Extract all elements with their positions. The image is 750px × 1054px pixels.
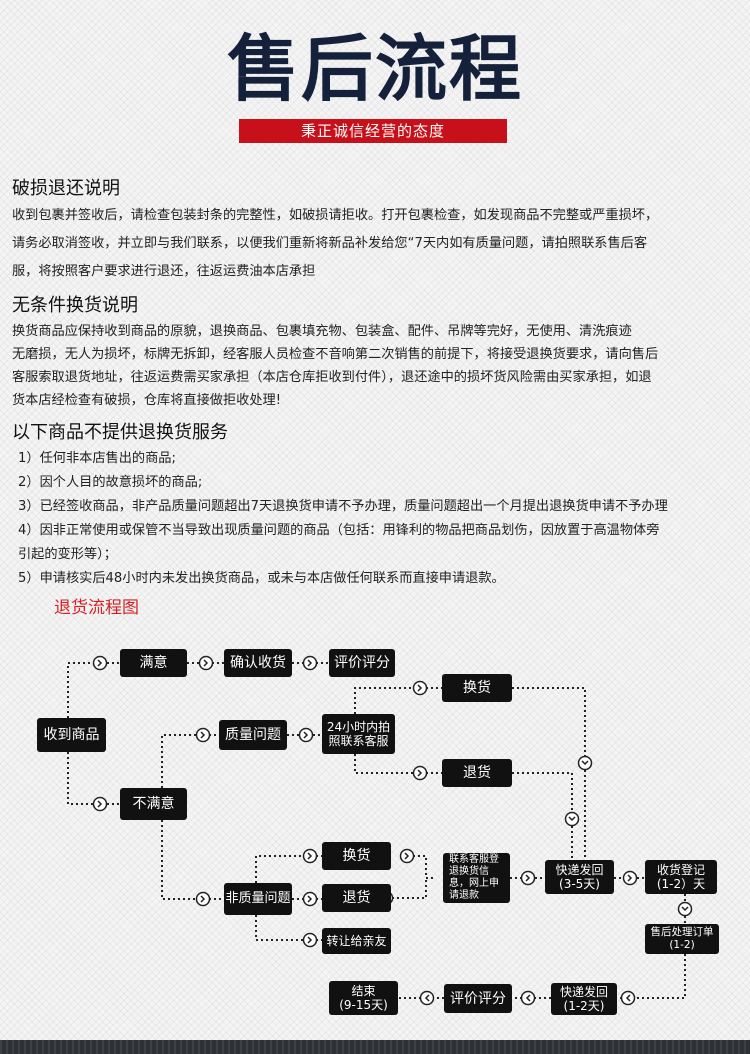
node-ship-back-line: 快递发回 bbox=[555, 863, 604, 877]
node-contact-24h-line: 照联系客服 bbox=[328, 734, 389, 748]
node-receive-register-line: 收货登记 bbox=[656, 863, 705, 877]
node-confirm-receipt: 确认收货 bbox=[224, 649, 292, 677]
node-exchange-top: 换货 bbox=[442, 674, 512, 702]
node-ship-back-2-line: 快递发回 bbox=[559, 985, 608, 999]
exchange-line: 无磨损，无人为损坏，标牌无拆卸，经客服人员检查不音响第二次销售的前提下，将接受退… bbox=[12, 347, 659, 362]
no-return-item: 5）申请核实后48小时内未发出换货商品，或未与本店做任何联系而直接申请退款。 bbox=[18, 571, 505, 586]
exchange-line: 换货商品应保持收到商品的原貌，退换商品、包裹填充物、包装盒、配件、吊牌等完好，无… bbox=[12, 324, 632, 339]
flow-heading: 退货流程图 bbox=[54, 598, 139, 618]
no-return-item: 4）因非正常使用或保管不当导致出现质量问题的商品（包括：用锋利的物品把商品划伤，… bbox=[18, 523, 660, 538]
node-ship-back-2-line: (1-2天) bbox=[563, 999, 605, 1013]
node-register-line: 联系客服登 bbox=[449, 854, 499, 865]
node-exchange-mid: 换货 bbox=[322, 842, 391, 870]
page-title: 售后流程 bbox=[226, 27, 523, 111]
node-non-quality: 非质量问题 bbox=[224, 883, 292, 915]
node-unsatisfied: 不满意 bbox=[120, 788, 187, 820]
node-register-line: 息，网上申 bbox=[449, 878, 499, 889]
node-receive-register-line: (1-2）天 bbox=[656, 877, 706, 891]
no-return-heading: 以下商品不提供退换货服务 bbox=[12, 422, 228, 443]
node-after-sale-order: 售后处理订单 (1-2) bbox=[645, 924, 719, 954]
node-ship-back-line: (3-5天) bbox=[559, 877, 600, 891]
node-satisfied: 满意 bbox=[120, 649, 187, 677]
node-review-top: 评价评分 bbox=[329, 649, 395, 677]
node-register-info: 联系客服登 退换货信 息，网上申 请退款 bbox=[443, 853, 510, 903]
node-contact-24h: 24小时内拍 照联系客服 bbox=[322, 714, 395, 754]
node-end-line: 结束 bbox=[351, 984, 376, 998]
node-contact-24h-line: 24小时内拍 bbox=[326, 720, 391, 734]
node-ship-back: 快递发回 (3-5天) bbox=[545, 860, 614, 894]
node-return-mid: 退货 bbox=[322, 884, 391, 912]
bottom-decor-bar bbox=[0, 1040, 750, 1054]
node-register-line: 请退款 bbox=[449, 890, 479, 901]
damage-heading: 破损退还说明 bbox=[12, 178, 120, 199]
node-ship-back-2: 快递发回 (1-2天) bbox=[551, 983, 617, 1015]
exchange-line: 客服索取退货地址，往返运费需买家承担（本店仓库拒收到付件），退还途中的损坏货风险… bbox=[12, 370, 652, 385]
exchange-line: 货本店经检查有破损，仓库将直接做拒收处理! bbox=[12, 393, 282, 408]
no-return-item: 2）因个人目的故意损坏的商品; bbox=[18, 475, 203, 490]
node-register-line: 退换货信 bbox=[449, 866, 489, 877]
node-quality-issue: 质量问题 bbox=[219, 720, 287, 750]
node-gift-to-friend: 转让给亲友 bbox=[322, 928, 391, 954]
damage-line: 请务必取消签收，并立即与我们联系，以便我们重新将新品补发给您“7天内如有质量问题… bbox=[12, 236, 648, 251]
node-receive-register: 收货登记 (1-2）天 bbox=[645, 860, 717, 894]
node-end-line: (9-15天) bbox=[339, 998, 388, 1012]
damage-line: 服，将按照客户要求进行退还，往返运费油本店承担 bbox=[12, 264, 316, 279]
node-received: 收到商品 bbox=[37, 718, 106, 752]
node-end: 结束 (9-15天) bbox=[329, 981, 398, 1015]
damage-line: 收到包裹并签收后，请检查包装封条的完整性，如破损请拒收。打开包裹检查，如发现商品… bbox=[12, 208, 659, 223]
node-after-sale-line: (1-2) bbox=[669, 939, 695, 951]
no-return-item: 3）已经签收商品，非产品质量问题超出7天退换货申请不予办理，质量问题超出一个月提… bbox=[18, 499, 668, 514]
node-after-sale-line: 售后处理订单 bbox=[650, 926, 714, 938]
exchange-heading: 无条件换货说明 bbox=[12, 295, 138, 316]
page-subtitle-banner: 秉正诚信经营的态度 bbox=[239, 119, 507, 143]
node-review-bottom: 评价评分 bbox=[444, 984, 512, 1013]
no-return-item: 1）任何非本店售出的商品; bbox=[18, 451, 176, 466]
node-return-top: 退货 bbox=[442, 759, 512, 787]
no-return-item: 引起的变形等）； bbox=[18, 547, 117, 562]
